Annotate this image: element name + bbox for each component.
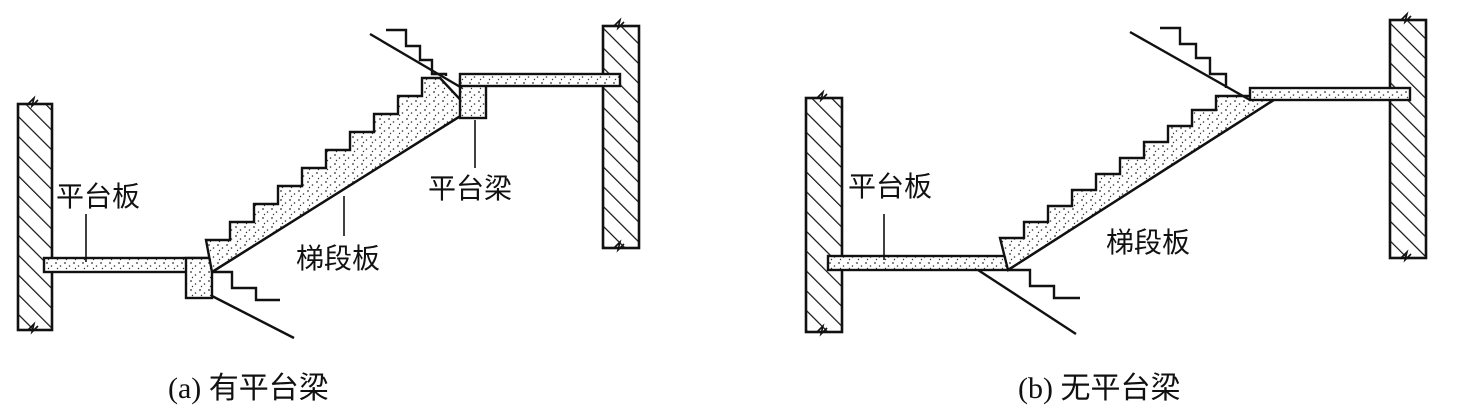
lower-platform-beam [184, 256, 214, 300]
right-wall [601, 17, 641, 253]
upper-flight-outline [386, 28, 448, 76]
upper-platform-slab-b [1248, 86, 1412, 102]
label-platform-beam-a: 平台梁 [428, 172, 512, 205]
panel-b: 平台板 梯段板 (b) 无平台梁 [804, 11, 1428, 405]
upper-platform-slab [458, 72, 622, 88]
caption-a: (a) 有平台梁 [168, 372, 329, 405]
stair-flight [204, 76, 472, 274]
panel-a: 平台板 平台梁 梯段板 (a) 有平台梁 [16, 17, 641, 405]
right-wall-b [1388, 11, 1428, 263]
left-wall-b [804, 89, 844, 337]
left-wall [16, 95, 54, 335]
upper-flight-outline-b [1160, 26, 1228, 88]
label-stair-slab-a: 梯段板 [296, 242, 380, 275]
label-platform-slab-a: 平台板 [56, 180, 140, 213]
caption-b: (b) 无平台梁 [1018, 372, 1180, 405]
lower-flight-outline [212, 270, 280, 302]
label-stair-slab-b: 梯段板 [1106, 226, 1190, 259]
lower-platform-slab-b [826, 254, 1010, 272]
label-platform-slab-b: 平台板 [848, 170, 932, 203]
lower-flight-outline-b [1008, 268, 1080, 300]
